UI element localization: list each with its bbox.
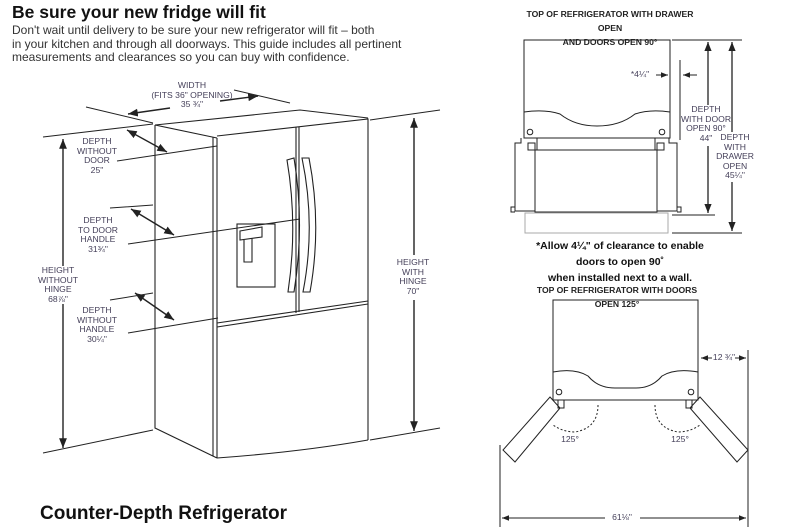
depth-door-open-label: DEPTH WITH DOOR OPEN 90° 44"	[680, 104, 732, 143]
page-title: Be sure your new fridge will fit	[12, 2, 266, 22]
depth-without-handle-label: DEPTH WITHOUT HANDLE 30¼"	[76, 305, 118, 344]
fridge-drawing	[154, 109, 369, 459]
depth-without-door-label: DEPTH WITHOUT DOOR 25"	[76, 136, 118, 175]
top-view-90-drawing	[510, 39, 742, 234]
clearance-label: *4¼"	[630, 69, 650, 79]
right-door-angle-label: 125°	[671, 434, 689, 444]
clearance-note: *Allow 4¼" of clearance to enable doors …	[536, 240, 704, 284]
intro-paragraph: Don't wait until delivery to be sure you…	[12, 23, 402, 64]
total-width-label: 61⅛"	[612, 512, 632, 522]
depth-drawer-open-label: DEPTH WITH DRAWER OPEN 45¼"	[716, 132, 754, 181]
top-view-90-caption: TOP OF REFRIGERATOR WITH DRAWER OPEN AND…	[526, 9, 694, 47]
width-label: WIDTH (FITS 36" OPENING) 35 ¾"	[151, 80, 233, 110]
top-view-125-caption: TOP OF REFRIGERATOR WITH DOORS OPEN 125°	[536, 285, 698, 309]
top-view-125-drawing	[499, 299, 749, 527]
depth-to-door-handle-label: DEPTH TO DOOR HANDLE 31¾"	[78, 215, 118, 254]
side-clearance-label: 12 ¾"	[712, 352, 736, 362]
front-dimension-lines	[42, 89, 441, 454]
height-without-hinge-label: HEIGHT WITHOUT HINGE 68⅞"	[37, 265, 79, 305]
left-door-angle-label: 125°	[561, 434, 579, 444]
section-title: Counter-Depth Refrigerator	[40, 503, 288, 524]
height-with-hinge-label: HEIGHT WITH HINGE 70"	[396, 257, 430, 296]
